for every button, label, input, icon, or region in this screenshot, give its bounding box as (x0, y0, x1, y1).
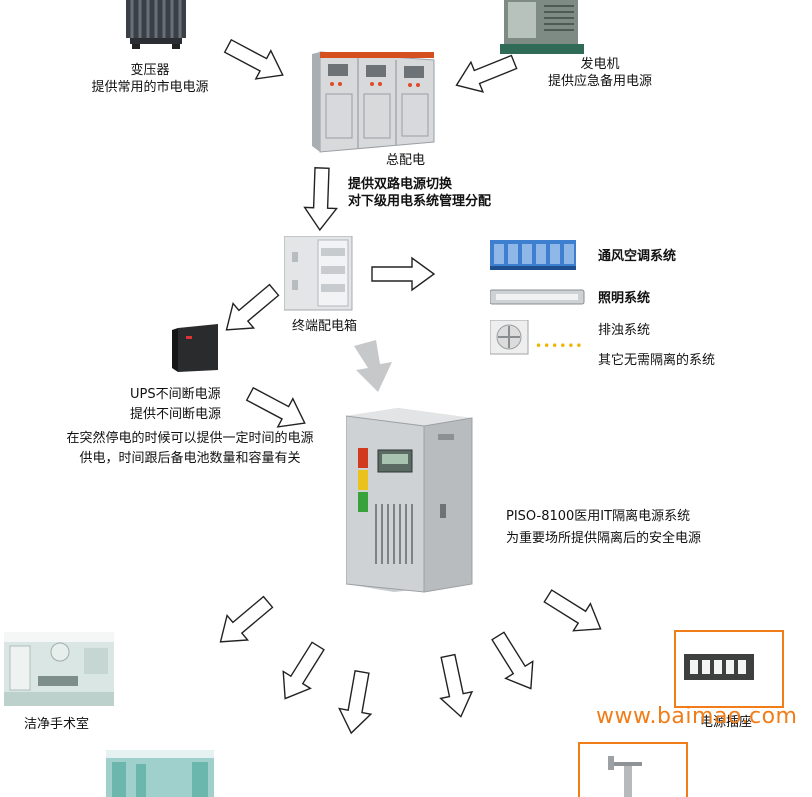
transformer-desc: 提供常用的市电电源 (91, 80, 209, 95)
hvac-unit-image (490, 240, 576, 270)
ups-desc-line4: 供电，时间跟后备电池数量和容量有关 (79, 451, 301, 466)
socket-panel-label: 电源插座 (700, 715, 753, 730)
lighting-label: 照明系统 (598, 291, 651, 306)
hvac-label: 通风空调系统 (598, 249, 677, 264)
ups-desc-line1: UPS不间断电源 (130, 387, 221, 402)
terminal-box-image (284, 236, 353, 311)
isolation-power-cabinet-image (346, 408, 473, 593)
generator-label: 发电机 提供应急备用电源 (520, 56, 680, 90)
transformer-label: 变压器 提供常用的市电电源 (70, 62, 230, 96)
piso-desc-line2: 为重要场所提供隔离后的安全电源 (506, 531, 702, 546)
generator-desc: 提供应急备用电源 (547, 74, 652, 89)
ups-image (172, 324, 218, 372)
operating-room-label: 洁净手术室 (24, 717, 90, 732)
main-desc-line2: 对下级用电系统管理分配 (348, 194, 492, 209)
ups-desc-line2: 提供不间断电源 (130, 407, 222, 422)
transformer-image (126, 0, 186, 49)
medical-pendant-image (578, 742, 688, 797)
main-distribution-desc: 提供双路电源切换 对下级用电系统管理分配 (348, 176, 491, 210)
socket-panel-image (674, 630, 784, 708)
generator-image (500, 0, 584, 54)
transformer-title: 变压器 (130, 63, 170, 78)
piso-desc: PISO-8100医用IT隔离电源系统 为重要场所提供隔离后的安全电源 (506, 508, 701, 547)
other-systems-label: 其它无需隔离的系统 (598, 353, 716, 368)
ups-desc-line3: 在突然停电的时候可以提供一定时间的电源 (66, 431, 314, 446)
ellipsis-dots: •••••• (535, 339, 584, 353)
ups-desc: UPS不间断电源 提供不间断电源 (130, 386, 221, 423)
ups-detail: 在突然停电的时候可以提供一定时间的电源 供电，时间跟后备电池数量和容量有关 (30, 430, 350, 467)
exhaust-fan-image (490, 320, 529, 355)
main-desc-line1: 提供双路电源切换 (348, 177, 453, 192)
exhaust-label: 排浊系统 (598, 323, 651, 338)
main-distribution-cabinet-image (312, 51, 435, 153)
generator-title: 发电机 (580, 57, 620, 72)
ward-image (106, 750, 214, 797)
main-distribution-label: 总配电 (386, 153, 426, 168)
light-fixture-image (490, 289, 585, 305)
watermark-text: www.baimao.com (596, 704, 798, 729)
operating-room-image (4, 632, 114, 706)
terminal-box-label: 终端配电箱 (292, 319, 358, 334)
piso-desc-line1: PISO-8100医用IT隔离电源系统 (506, 509, 691, 524)
